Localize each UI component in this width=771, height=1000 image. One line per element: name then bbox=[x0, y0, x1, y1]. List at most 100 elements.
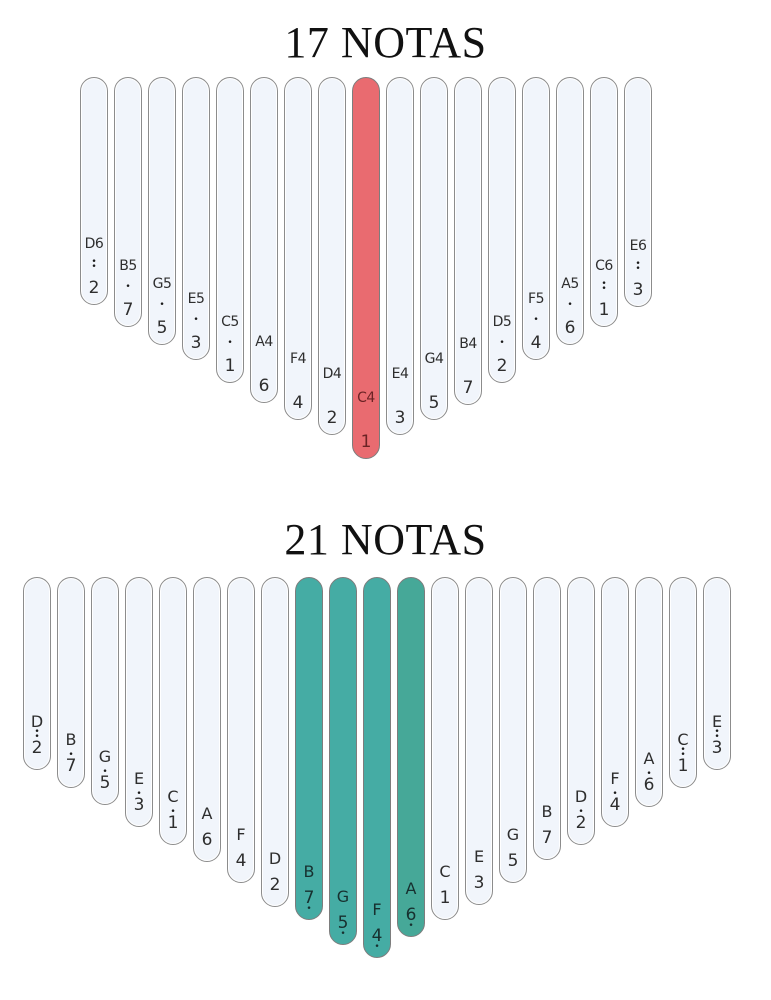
dot-icon: • bbox=[499, 337, 505, 348]
note-name-label: D bbox=[268, 849, 282, 868]
note-number-label: 1 bbox=[598, 300, 610, 320]
tine-f: F•4 bbox=[601, 577, 629, 827]
dot-icon: • bbox=[125, 281, 131, 292]
note-number-label: 6 bbox=[564, 318, 576, 338]
note-name-label: B bbox=[303, 862, 315, 881]
tine-c: C•1 bbox=[159, 577, 187, 845]
note-number-label: 2 bbox=[269, 875, 281, 895]
octave-dots-above: • bbox=[136, 788, 142, 799]
octave-dots-above: •• bbox=[714, 727, 720, 742]
note-name-label: A bbox=[643, 749, 655, 768]
note-name-label: C bbox=[677, 730, 689, 749]
note-number-label: 4 bbox=[292, 393, 304, 413]
tine-c: C••1 bbox=[669, 577, 697, 788]
octave-dots-above: • bbox=[68, 749, 74, 760]
note-number-label: 5 bbox=[156, 318, 168, 338]
note-number-label: 7 bbox=[462, 378, 474, 398]
note-number-label: 2 bbox=[88, 278, 100, 298]
dot-icon: • bbox=[136, 789, 142, 799]
note-number-label: 2 bbox=[31, 738, 43, 758]
octave-dots-above: • bbox=[125, 275, 131, 299]
note-number-label: 5 bbox=[428, 393, 440, 413]
note-number-label: 1 bbox=[439, 888, 451, 908]
dot-icon: • bbox=[102, 767, 108, 777]
note-name-label: F bbox=[610, 769, 620, 788]
note-number-label: 7 bbox=[541, 828, 553, 848]
tine-f5: F5•4 bbox=[522, 77, 550, 360]
note-number-label: 6 bbox=[643, 775, 655, 795]
note-number-label: 1 bbox=[677, 756, 689, 776]
octave-dots-above: • bbox=[170, 806, 176, 817]
tine-c5: C5•1 bbox=[216, 77, 244, 383]
dot-icon: • bbox=[533, 314, 539, 325]
note-number-label: 7 bbox=[303, 888, 315, 908]
note-name-label: D bbox=[574, 787, 588, 806]
octave-dots-below bbox=[102, 792, 108, 800]
note-name-label: B4 bbox=[459, 336, 477, 352]
dot-icon: • bbox=[567, 299, 573, 310]
octave-dots-above: • bbox=[612, 788, 618, 799]
dot-icon: •• bbox=[91, 257, 97, 272]
octave-dots-above: • bbox=[102, 766, 108, 777]
octave-dots-below bbox=[578, 832, 584, 840]
dot-icon: •• bbox=[34, 727, 40, 742]
note-number-label: 3 bbox=[190, 333, 202, 353]
note-name-label: C5 bbox=[221, 314, 239, 330]
tine-c6: C6 •• 1 bbox=[590, 77, 618, 327]
note-number-label: 2 bbox=[575, 813, 587, 833]
octave-dots-below bbox=[204, 849, 210, 857]
dot-icon: • bbox=[227, 337, 233, 348]
dot-icon: • bbox=[408, 921, 414, 931]
note-name-label: E bbox=[133, 769, 145, 788]
note-name-label: E4 bbox=[391, 366, 409, 382]
note-name-label: G5 bbox=[152, 276, 172, 292]
octave-dots-above: • bbox=[646, 768, 652, 779]
note-name-label: B bbox=[65, 730, 77, 749]
note-name-label: F5 bbox=[528, 291, 544, 307]
note-name-label: A bbox=[405, 879, 417, 898]
note-name-label: C6 bbox=[595, 258, 613, 274]
note-number-label: 5 bbox=[337, 913, 349, 933]
dot-icon: • bbox=[306, 904, 312, 914]
tine-d5: D5•2 bbox=[488, 77, 516, 383]
dot-icon: • bbox=[193, 314, 199, 325]
dot-icon: •• bbox=[680, 745, 686, 760]
dot-icon: • bbox=[170, 807, 176, 817]
note-name-label: B5 bbox=[119, 258, 137, 274]
octave-dots-above: •• bbox=[601, 275, 607, 299]
dot-icon: • bbox=[646, 769, 652, 779]
tine-a5: A5•6 bbox=[556, 77, 584, 345]
note-name-label: E bbox=[711, 712, 723, 731]
dot-icon: •• bbox=[714, 727, 720, 742]
octave-dots-below bbox=[442, 907, 448, 915]
note-number-label: 2 bbox=[326, 408, 338, 428]
tine-d4: D4 2 bbox=[318, 77, 346, 435]
note-name-label: D4 bbox=[322, 366, 342, 382]
octave-dots-above: • bbox=[193, 308, 199, 332]
note-number-label: 3 bbox=[632, 280, 644, 300]
note-name-label: C bbox=[167, 787, 179, 806]
note-number-label: 4 bbox=[235, 851, 247, 871]
dot-icon: •• bbox=[601, 279, 607, 294]
note-name-label: G bbox=[98, 747, 112, 766]
note-name-label: C bbox=[439, 862, 451, 881]
octave-dots-below: • bbox=[374, 943, 380, 953]
octave-dots-above: •• bbox=[34, 727, 40, 742]
dot-icon: • bbox=[578, 807, 584, 817]
tine-b5: B5•7 bbox=[114, 77, 142, 327]
note-name-label: G4 bbox=[424, 351, 444, 367]
octave-dots-below bbox=[544, 847, 550, 855]
octave-dots-above: • bbox=[499, 331, 505, 355]
note-name-label: F4 bbox=[290, 351, 306, 367]
dot-icon: • bbox=[159, 299, 165, 310]
octave-dots-above: •• bbox=[91, 253, 97, 277]
title-21-notas: 21 NOTAS bbox=[284, 515, 487, 564]
tine-e6: E6••3 bbox=[624, 77, 652, 307]
dot-icon: • bbox=[612, 789, 618, 799]
